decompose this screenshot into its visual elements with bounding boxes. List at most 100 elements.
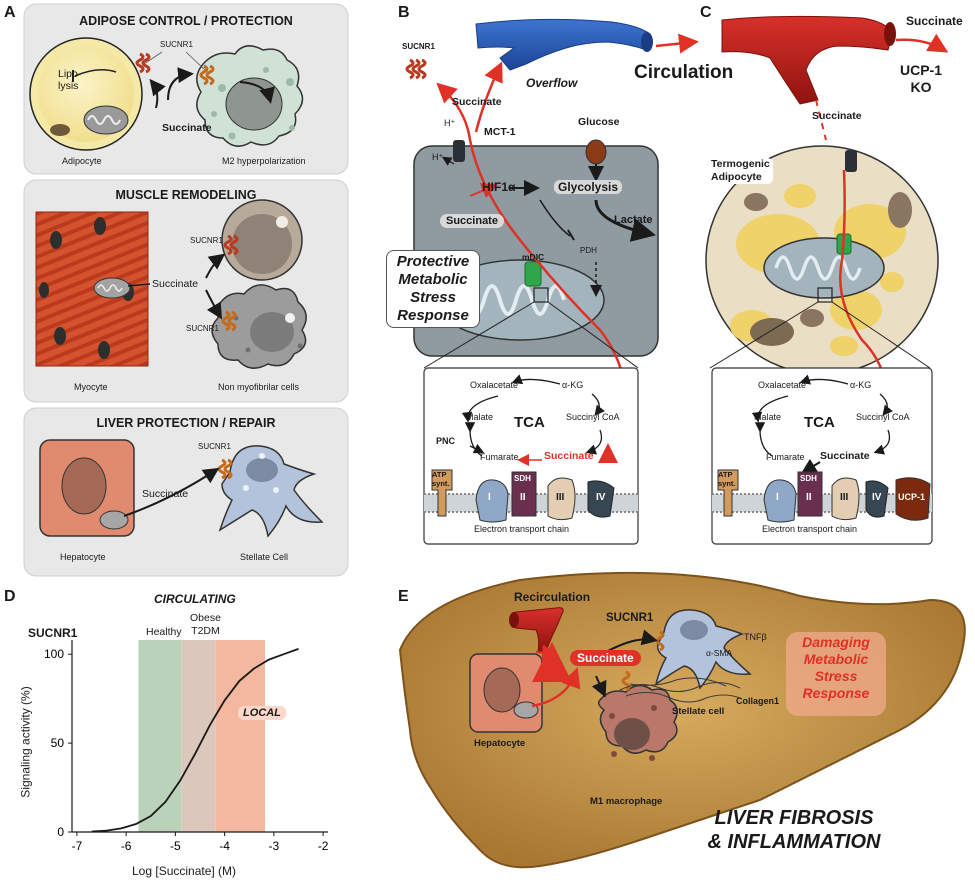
complex-iv-c (865, 480, 889, 518)
m1-macrophage-label: M1 macrophage (590, 796, 663, 807)
x-tick-label: -7 (72, 839, 83, 853)
mdic-label: mDIC (522, 252, 545, 262)
panel-a-liver-box (23, 407, 349, 577)
succinate-in-label-b: Succinate (440, 214, 504, 228)
glycolysis-label: Glycolysis (554, 180, 623, 194)
x-tick-label: -4 (219, 839, 230, 853)
succinate-label-e: Succinate (570, 650, 641, 666)
panel-label-a: A (4, 4, 16, 21)
protective-response-label: Protective Metabolic Stress Response (386, 250, 480, 328)
atp-synthase-b (431, 469, 453, 517)
liver-title: LIVER PROTECTION / REPAIR (96, 416, 276, 430)
succinyl-label-b: Succinyl CoA (566, 412, 620, 422)
sucnr1-receptor-b (405, 58, 427, 80)
complex-i-label-c: I (776, 492, 779, 503)
panel-label-e: E (398, 588, 409, 605)
circulating-label: CIRCULATING (154, 592, 236, 606)
circulation-label: Circulation (634, 62, 734, 83)
complex-iv-b (587, 480, 615, 518)
sucnr1-label-muscle-2: SUCNR1 (186, 324, 219, 333)
panel-a-muscle-box (23, 179, 349, 403)
recirculation-vessel (515, 607, 564, 653)
mitochondrion (93, 277, 131, 299)
sucnr1-receptor-adipocyte (135, 52, 151, 74)
complex-ii-sdh-c (797, 471, 823, 517)
y-tick-label: 50 (51, 736, 65, 750)
complex-ii-label-c: II (806, 492, 812, 503)
etc-label-c: Electron transport chain (762, 524, 858, 534)
dose-response-curve (91, 648, 299, 833)
succinate-in-label-c: Succinate (812, 110, 862, 122)
complex-iii-c (831, 477, 860, 521)
hif1a-label: HIF1α (482, 180, 516, 194)
chart-ylabel: Signaling activity (%) (18, 686, 33, 798)
mct1-label: MCT-1 (484, 126, 516, 138)
sucnr1-receptor-m1 (621, 670, 631, 692)
sucnr1-label-d: SUCNR1 (28, 626, 78, 640)
complex-iii-b (547, 477, 576, 521)
succinate-out-label-b: Succinate (452, 96, 502, 108)
mitochondrion-c (763, 237, 885, 299)
complex-iii-label-c: III (840, 492, 849, 503)
overflow-vessel (475, 18, 651, 71)
sucnr1-receptor-muscle-2 (221, 310, 237, 332)
hplus-label-b: H⁺ (432, 152, 444, 162)
pdh-label: PDH (580, 246, 597, 255)
fumarate-label-c: Fumarate (766, 452, 805, 462)
chart-xlabel: Log [Succinate] (M) (132, 864, 237, 878)
adipose-title: ADIPOSE CONTROL / PROTECTION (79, 14, 293, 28)
liver-fibrosis-label: LIVER FIBROSIS & INFLAMMATION (707, 807, 881, 853)
complex-ii-label-b: II (520, 492, 526, 503)
lactate-label: Lactate (614, 214, 653, 226)
succinate-tca-label-c: Succinate (820, 450, 870, 462)
complex-i-label-b: I (488, 492, 491, 503)
panel-e-graphics (398, 571, 966, 869)
succinyl-label-c: Succinyl CoA (856, 412, 910, 422)
stellate-label: Stellate Cell (240, 552, 289, 562)
x-tick-label: -6 (121, 839, 132, 853)
succinate-label-liver: Succinate (142, 488, 189, 500)
tca-label-b: TCA (514, 414, 545, 431)
sucnr1-label-liver: SUCNR1 (198, 442, 231, 451)
atp-synthase-c (717, 469, 739, 517)
overflow-label: Overflow (526, 76, 578, 90)
non-myofibrilar-label: Non myofibrilar cells (218, 382, 300, 392)
akg-label-b: α-KG (562, 380, 584, 390)
concentration-band-1 (181, 640, 216, 832)
obese-t2dm-label: Obese T2DM (190, 612, 221, 637)
oxalacetate-label-b: Oxalacetate (470, 380, 519, 390)
hepatocyte-label: Hepatocyte (60, 552, 106, 562)
mct1-transporter (453, 140, 465, 162)
adipocyte-label: Adipocyte (62, 156, 102, 166)
atp-synt-label-b: ATP synt. (432, 470, 450, 488)
fumarate-label-b: Fumarate (480, 452, 519, 462)
sucnr1-label-muscle-1: SUCNR1 (190, 236, 223, 245)
complex-ii-sdh-b (511, 471, 537, 517)
glucose-label: Glucose (578, 116, 620, 128)
x-tick-label: -5 (170, 839, 181, 853)
etc-label-b: Electron transport chain (474, 524, 570, 534)
panel-label-d: D (4, 588, 16, 605)
panel-a-adipose-box (23, 3, 349, 175)
termogenic-adipocyte-label: Termogenic Adipocyte (708, 158, 773, 184)
succinate-tca-label-b: Succinate (544, 450, 594, 462)
stellate-cell-e (654, 609, 752, 690)
healthy-label: Healthy (146, 626, 182, 638)
complex-i-c (763, 479, 797, 523)
recirculation-label: Recirculation (514, 590, 591, 604)
hepatocyte-label-e: Hepatocyte (474, 738, 526, 749)
oxalacetate-label-c: Oxalacetate (758, 380, 807, 390)
concentration-band-2 (215, 640, 265, 832)
tca-label-c: TCA (804, 414, 835, 431)
sdh-label-b: SDH (514, 474, 531, 483)
sucnr1-label-adipose: SUCNR1 (160, 40, 193, 49)
complex-i-b (475, 479, 509, 523)
hplus-label-a: H⁺ (444, 118, 456, 128)
sucnr1-receptor-muscle-1 (223, 234, 239, 256)
complex-iv-label-c: IV (872, 492, 882, 503)
m2-label: M2 hyperpolarization (222, 156, 306, 166)
atp-synt-label-c: ATP synt. (718, 470, 736, 488)
mitochondrion (83, 105, 129, 135)
damaging-response-label: Damaging Metabolic Stress Response (802, 634, 870, 701)
